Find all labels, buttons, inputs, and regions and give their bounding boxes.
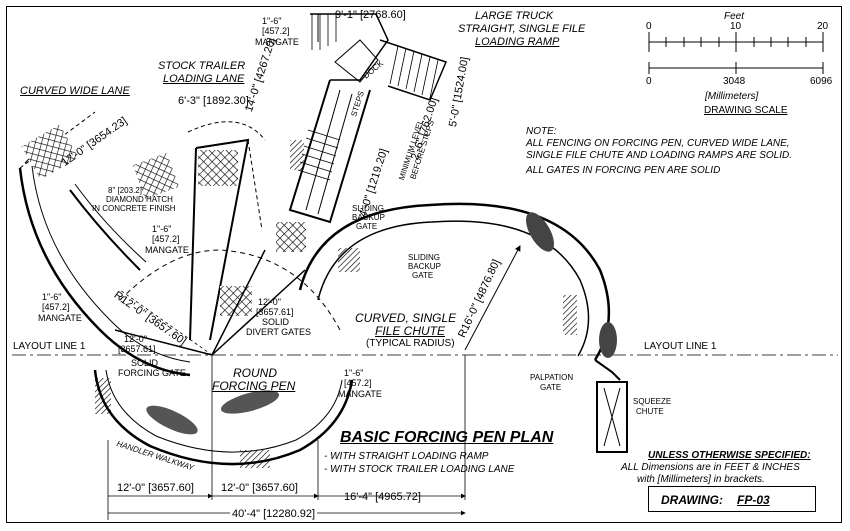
drawing-label: DRAWING: bbox=[661, 493, 723, 507]
bottom-dim-total: 40'-4" [12280.92] bbox=[230, 508, 318, 520]
forcing-radius-dim: 12'-0" bbox=[124, 334, 147, 344]
stock-trailer-label-2: LOADING LANE bbox=[163, 73, 245, 85]
squeeze-label-1: SQUEEZE bbox=[633, 397, 672, 406]
mangate-lane-dim: 1"-6" bbox=[152, 224, 172, 234]
divert-radius-mm: [3657.61] bbox=[256, 307, 294, 317]
mangate-pen-label: MANGATE bbox=[338, 389, 382, 399]
diamond-hatch-lane bbox=[21, 124, 79, 180]
mangate-dock-mm: [457.2] bbox=[262, 26, 290, 36]
ramp-hatch bbox=[290, 140, 304, 170]
drawing-scale bbox=[648, 32, 824, 74]
pen-hatch-bottom bbox=[240, 450, 270, 468]
sliding-gate-2-a: SLIDING bbox=[408, 253, 441, 262]
plan-title: BASIC FORCING PEN PLAN bbox=[340, 429, 554, 446]
round-forcing-pen bbox=[93, 249, 354, 466]
mangate-lane-mm: [457.2] bbox=[152, 234, 180, 244]
bottom-dim-1: 12'-0" [3657.60] bbox=[117, 482, 194, 494]
spec-line-2: ALL Dimensions are in FEET & INCHES bbox=[621, 462, 800, 473]
sliding-gate-1-c: GATE bbox=[356, 222, 378, 231]
sliding-gate-1-a: SLIDING bbox=[352, 204, 385, 213]
mangate-pen-mm: [457.2] bbox=[344, 378, 372, 388]
diamond-hatch-label-1: 8" [203.2] bbox=[108, 186, 142, 195]
diamond-hatch-label-3: IN CONCRETE FINISH bbox=[92, 204, 176, 213]
sliding-gate-2-b: BACKUP bbox=[408, 262, 441, 271]
scale-mm-0: 0 bbox=[646, 76, 652, 87]
round-pen-label-2: FORCING PEN bbox=[212, 379, 296, 393]
cow-near-gate bbox=[599, 322, 617, 358]
mangate-left-dim: 1"-6" bbox=[42, 292, 62, 302]
chute-radius-line bbox=[464, 245, 521, 351]
drawing-number: FP-03 bbox=[737, 493, 770, 507]
layout-line-right: LAYOUT LINE 1 bbox=[644, 341, 717, 352]
note-line-1: ALL FENCING ON FORCING PEN, CURVED WIDE … bbox=[526, 138, 790, 149]
divert-radius-dim: 12'-0" bbox=[258, 297, 281, 307]
trailer-width-dim: 6'-3" [1892.30] bbox=[178, 95, 249, 107]
truck-ramp-label-1: LARGE TRUCK bbox=[475, 10, 554, 22]
sheet-border bbox=[6, 6, 842, 523]
palpation-label-2: GATE bbox=[540, 383, 562, 392]
diamond-hatch-trailer bbox=[198, 150, 238, 186]
diamond-hatch-pen bbox=[220, 286, 252, 316]
scale-feet-label: Feet bbox=[724, 11, 745, 22]
drawing-number-box: DRAWING: FP-03 bbox=[648, 486, 816, 512]
mangate-dock-label: MANGATE bbox=[255, 37, 299, 47]
round-pen-label-1: ROUND bbox=[233, 366, 277, 380]
mangate-pen-dim: 1"-6" bbox=[344, 368, 364, 378]
solid-forcing-2: FORCING GATE bbox=[118, 368, 186, 378]
solid-divert-1: SOLID bbox=[262, 317, 290, 327]
chute-hatch bbox=[563, 295, 577, 335]
pen-hatch-left bbox=[95, 378, 111, 414]
chute-hatch-2 bbox=[338, 248, 360, 272]
cow-in-pen-2 bbox=[220, 390, 280, 414]
solid-forcing-1: SOLID bbox=[131, 358, 159, 368]
layout-line-left: LAYOUT LINE 1 bbox=[13, 341, 86, 352]
dock-top-dim: 9'-1" [2768.60] bbox=[335, 9, 406, 21]
spec-line-3: with [Millimeters] in brackets. bbox=[637, 474, 765, 485]
squeeze-chute-shape bbox=[596, 381, 628, 453]
spec-line-1: UNLESS OTHERWISE SPECIFIED: bbox=[648, 450, 811, 461]
palpation-label-1: PALPATION bbox=[530, 373, 574, 382]
typical-radius-label: (TYPICAL RADIUS) bbox=[366, 338, 455, 349]
plan-subtitle-1: - WITH STRAIGHT LOADING RAMP bbox=[324, 451, 489, 462]
note-head: NOTE: bbox=[526, 126, 557, 137]
diamond-hatch-ramp bbox=[276, 222, 306, 252]
ramp-steps bbox=[297, 14, 439, 181]
scale-mm-mid: 3048 bbox=[723, 76, 746, 87]
truck-ramp bbox=[288, 13, 448, 224]
diamond-hatch-label-2: DIAMOND HATCH bbox=[106, 195, 173, 204]
mangate-left-mm: [457.2] bbox=[42, 302, 70, 312]
solid-divert-2: DIVERT GATES bbox=[246, 327, 312, 337]
forcing-radius-mm: [3657.61] bbox=[118, 344, 156, 354]
scale-mm-label: [Millimeters] bbox=[705, 91, 759, 102]
plan-subtitle-2: - WITH STOCK TRAILER LOADING LANE bbox=[324, 464, 515, 475]
diamond-hatch-lane-2 bbox=[132, 152, 180, 200]
sliding-gate-2-c: GATE bbox=[412, 271, 434, 280]
scale-mm-max: 6096 bbox=[810, 76, 833, 87]
squeeze-label-2: CHUTE bbox=[636, 407, 664, 416]
scale-feet-10: 10 bbox=[730, 21, 742, 32]
bottom-dim-3: 16'-4" [4965.72] bbox=[344, 491, 421, 503]
cow-in-pen-1 bbox=[146, 405, 198, 435]
truck-ramp-label-3: LOADING RAMP bbox=[475, 36, 560, 48]
sliding-gate-1-b: BACKUP bbox=[352, 213, 385, 222]
stock-trailer-label-1: STOCK TRAILER bbox=[158, 60, 246, 72]
mangate-left-label: MANGATE bbox=[38, 313, 82, 323]
note-line-2: SINGLE FILE CHUTE AND LOADING RAMPS ARE … bbox=[526, 150, 792, 161]
note-line-3: ALL GATES IN FORCING PEN ARE SOLID bbox=[526, 165, 721, 176]
truck-ramp-label-2: STRAIGHT, SINGLE FILE bbox=[458, 23, 586, 35]
cow-in-chute bbox=[526, 212, 554, 252]
mangate-dock-dim: 1"-6" bbox=[262, 16, 282, 26]
scale-feet-0: 0 bbox=[646, 21, 652, 32]
curved-chute-label-2: FILE CHUTE bbox=[375, 324, 446, 338]
scale-caption: DRAWING SCALE bbox=[704, 105, 788, 116]
scale-feet-20: 20 bbox=[817, 21, 829, 32]
bottom-dim-2: 12'-0" [3657.60] bbox=[221, 482, 298, 494]
curved-chute bbox=[298, 202, 621, 381]
curved-chute-label-1: CURVED, SINGLE bbox=[355, 311, 457, 325]
curved-wide-lane-label: CURVED WIDE LANE bbox=[20, 85, 130, 97]
stock-trailer-lane bbox=[187, 121, 266, 341]
mangate-lane-label: MANGATE bbox=[145, 245, 189, 255]
